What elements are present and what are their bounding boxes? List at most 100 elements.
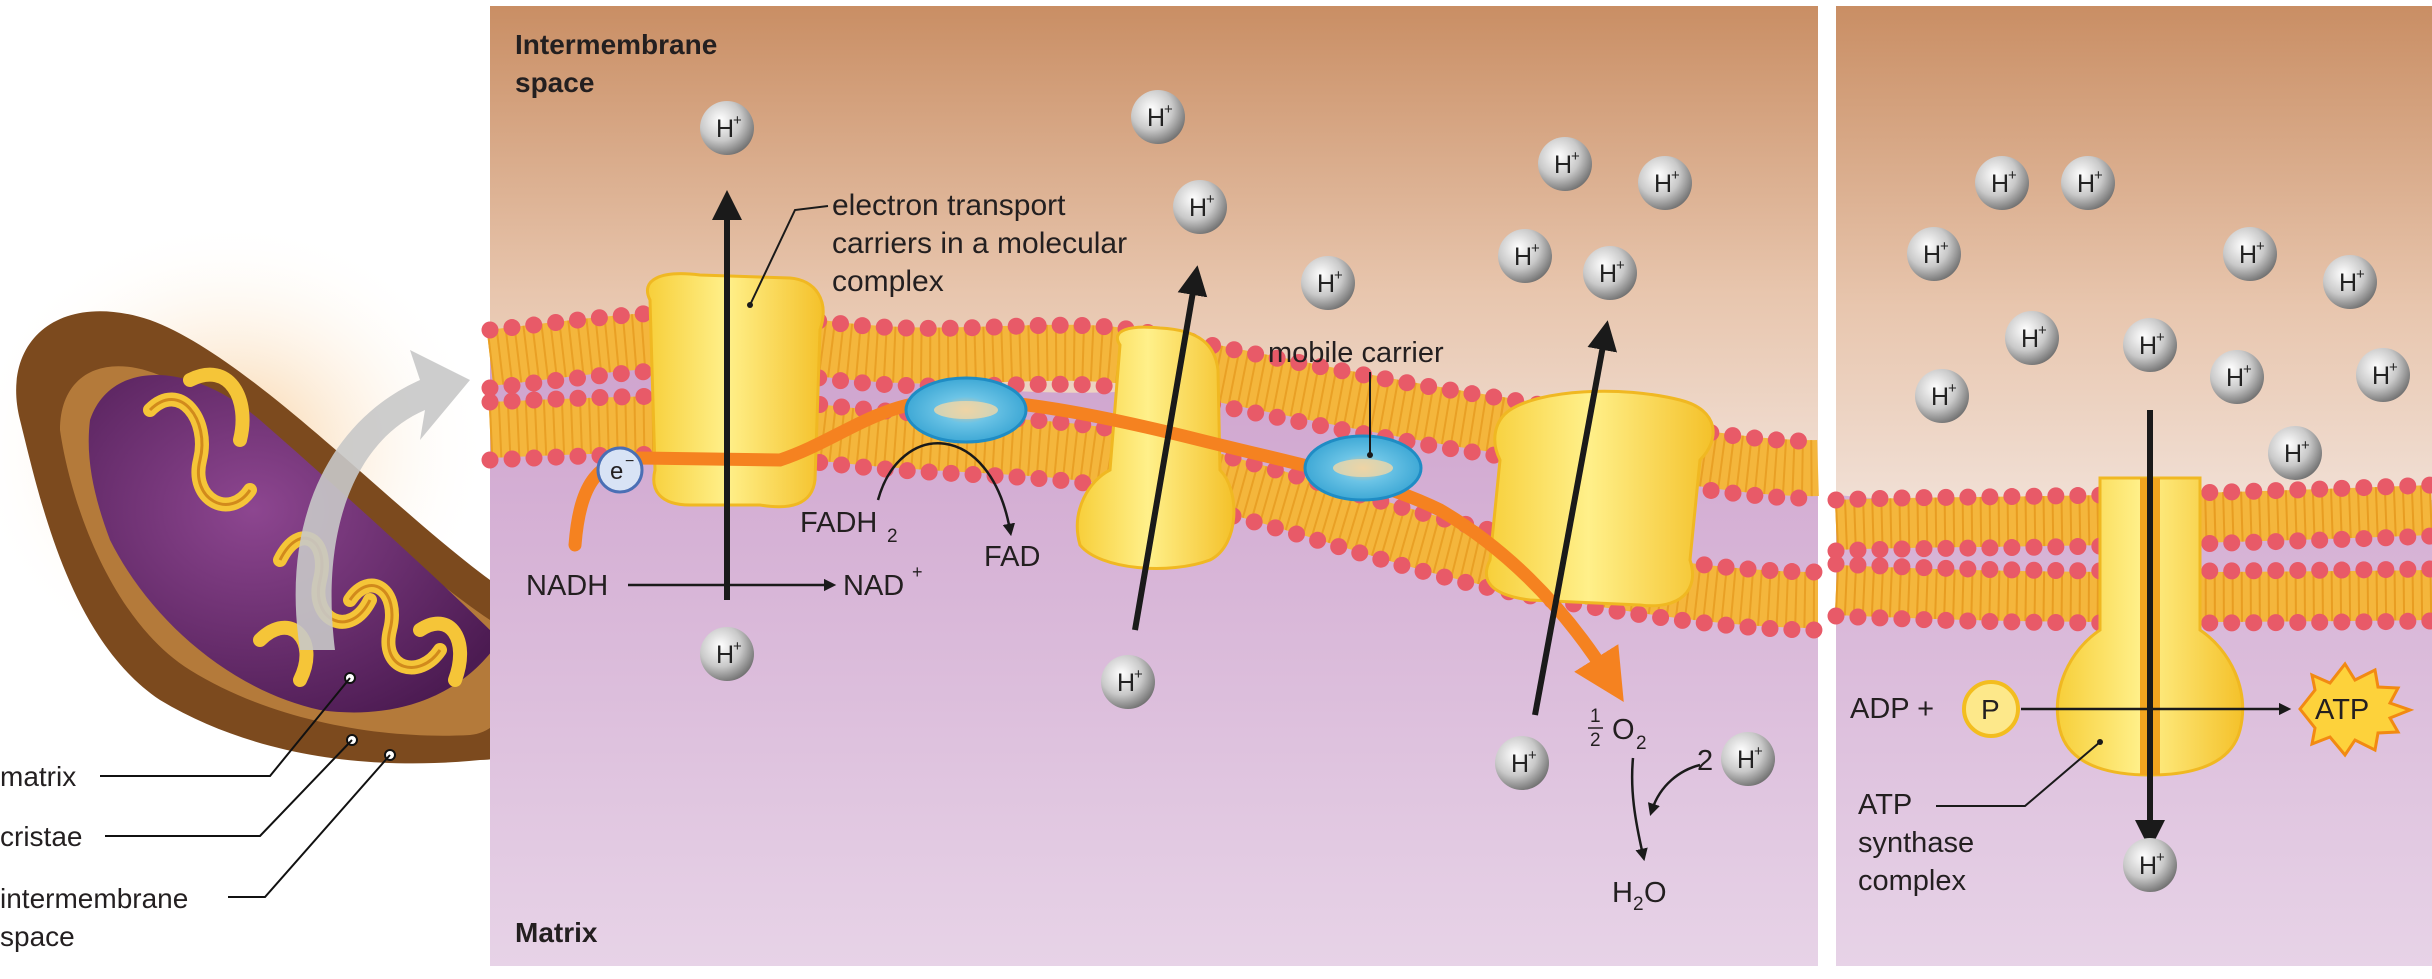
adp-label: ADP + <box>1850 693 1934 725</box>
h-ion-charge: + <box>1571 148 1580 165</box>
nad-label: NAD <box>843 570 904 602</box>
etc-callout-line1: electron transport <box>832 189 1066 222</box>
h-ion-charge: + <box>2356 266 2365 283</box>
atp-burst <box>2298 661 2415 758</box>
h-ion-charge: + <box>1948 380 1957 397</box>
h-ion: H+ <box>1301 256 1355 310</box>
h-ion-symbol: H <box>2021 325 2039 353</box>
svg-text:−: − <box>625 453 634 470</box>
h-ion-symbol: H <box>2239 241 2257 269</box>
h-ion-sphere <box>1638 156 1692 210</box>
mito-label-cristae: cristae <box>0 821 82 852</box>
h-ion: H+ <box>700 627 754 681</box>
fadh2-arrow <box>876 442 1016 537</box>
h-ion: H+ <box>2223 227 2277 281</box>
intermembrane-label-2: space <box>515 67 594 98</box>
h-ion: H+ <box>2123 838 2177 892</box>
h-ion: H+ <box>1131 90 1185 144</box>
h-ion: H+ <box>1915 369 1969 423</box>
etc-callout-line2: carriers in a molecular <box>832 227 1127 260</box>
h-ion-sphere <box>2356 348 2410 402</box>
atp-synthase-panel <box>1827 6 2432 966</box>
h-ion-sphere <box>1301 256 1355 310</box>
atp-synthase-label-3: complex <box>1858 865 1966 897</box>
h-ion-sphere <box>700 627 754 681</box>
h-ion-symbol: H <box>2339 269 2357 297</box>
h-ion-charge: + <box>2038 322 2047 339</box>
h-ion-sphere <box>2123 318 2177 372</box>
h-ion-symbol: H <box>1737 746 1755 774</box>
h-ion-sphere <box>2268 426 2322 480</box>
mitochondrion-illustration <box>0 220 551 898</box>
h-ion-sphere <box>1915 369 1969 423</box>
h-ion-symbol: H <box>1147 104 1165 132</box>
h-ion: H+ <box>2210 350 2264 404</box>
oxygen-label: O <box>1612 714 1635 746</box>
matrix-label: Matrix <box>515 917 598 948</box>
mito-label-space: space <box>0 921 75 952</box>
h-ion-symbol: H <box>2139 852 2157 880</box>
h-ion-symbol: H <box>1317 270 1335 298</box>
mito-label-matrix: matrix <box>0 761 76 792</box>
h-ion-symbol: H <box>1189 194 1207 222</box>
atp-label: ATP <box>2315 694 2369 726</box>
proton-join-arrow <box>1647 763 1701 816</box>
h-ion-charge: + <box>2156 329 2165 346</box>
etc-callout-line3: complex <box>832 265 944 298</box>
nad-charge: + <box>912 562 923 582</box>
h-ion: H+ <box>2005 311 2059 365</box>
proton-pump-arrow-2 <box>1132 265 1208 631</box>
h-ion: H+ <box>700 101 754 155</box>
mobile-carrier-2 <box>1303 434 1423 502</box>
h-ion: H+ <box>1495 736 1549 790</box>
h-ion-symbol: H <box>2284 440 2302 468</box>
electron-marker: e − <box>596 446 644 494</box>
h-ion: H+ <box>2268 426 2322 480</box>
h-ion-charge: + <box>2156 849 2165 866</box>
fadh2-subscript: 2 <box>887 526 898 547</box>
h-ion-charge: + <box>2389 359 2398 376</box>
h-ion: H+ <box>1907 227 1961 281</box>
h-ion-charge: + <box>1616 257 1625 274</box>
electron-path <box>568 393 1624 703</box>
h-ion-sphere <box>1975 156 2029 210</box>
h-ion-sphere <box>1538 137 1592 191</box>
h-ion-charge: + <box>2008 167 2017 184</box>
h-ion-sphere <box>1101 655 1155 709</box>
h-ion-charge: + <box>1531 240 1540 257</box>
h-ion-charge: + <box>733 112 742 129</box>
h-ion-charge: + <box>2094 167 2103 184</box>
water-h: H <box>1612 877 1633 909</box>
h-ion-charge: + <box>1134 666 1143 683</box>
intermembrane-label-1: Intermembrane <box>515 29 717 60</box>
water-subscript: 2 <box>1633 894 1644 915</box>
h-ion: H+ <box>1173 180 1227 234</box>
h-ion-symbol: H <box>2372 362 2390 390</box>
nadh-label: NADH <box>526 570 608 602</box>
h-ion-sphere <box>2223 227 2277 281</box>
h-ion-symbol: H <box>2139 332 2157 360</box>
h-ion-symbol: H <box>1931 383 1949 411</box>
h-ion-symbol: H <box>1654 170 1672 198</box>
h-ion: H+ <box>1721 732 1775 786</box>
h-ion-symbol: H <box>1554 151 1572 179</box>
h-ion-symbol: H <box>1599 260 1617 288</box>
h-ion-sphere <box>1173 180 1227 234</box>
h-ion-symbol: H <box>1117 669 1135 697</box>
h-ion-sphere <box>2005 311 2059 365</box>
h-ion: H+ <box>1498 229 1552 283</box>
h-ion: H+ <box>1975 156 2029 210</box>
water-arrow <box>1630 757 1648 862</box>
atp-synthase-label-1: ATP <box>1858 789 1912 821</box>
h-ion-charge: + <box>1334 267 1343 284</box>
h-ion-sphere <box>2123 838 2177 892</box>
h-ion-symbol: H <box>1514 243 1532 271</box>
complex-1 <box>646 272 825 509</box>
h-ion-symbol: H <box>1923 241 1941 269</box>
h-ion: H+ <box>1538 137 1592 191</box>
h-ion-charge: + <box>2301 437 2310 454</box>
h-ion-charge: + <box>2243 361 2252 378</box>
h-ion-sphere <box>1131 90 1185 144</box>
h-ion: H+ <box>2323 255 2377 309</box>
